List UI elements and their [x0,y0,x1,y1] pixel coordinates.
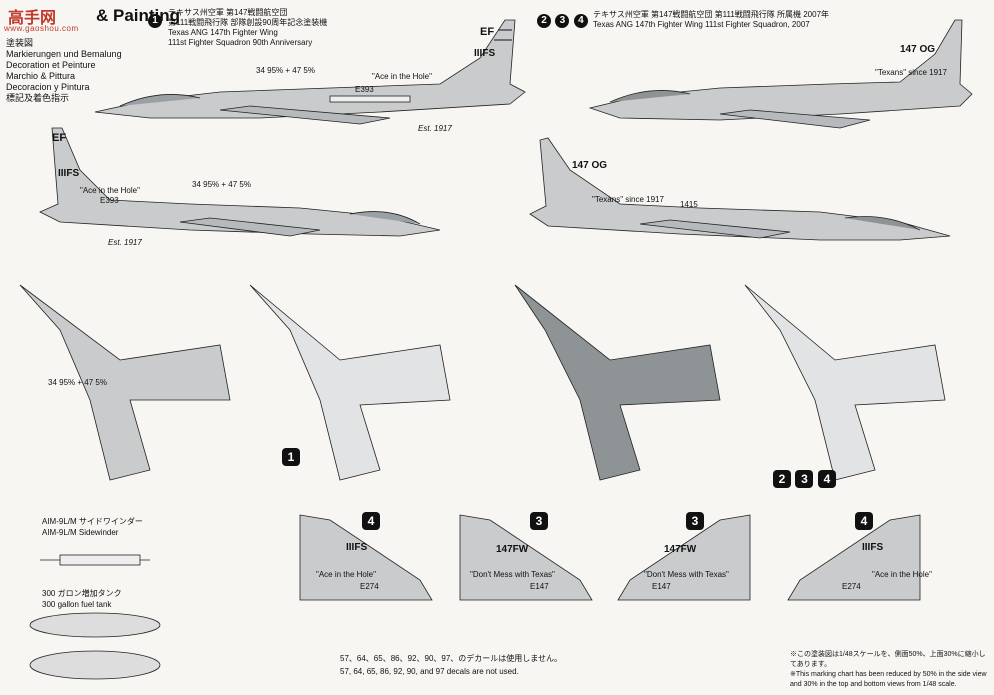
aircraft-bottom-view [744,284,946,481]
tail-variant-badge: 3 [530,512,548,530]
tail-squadron: IIIFS [862,542,884,553]
scheme1-header: 1 [148,10,162,28]
aim9-label-ja: AIM-9L/M サイドワインダー [42,517,143,526]
note-en: 57, 64, 65, 86, 92, 90, and 97 decals ar… [340,667,519,676]
aircraft-bottom-view [249,284,451,481]
tank-label-ja: 300 ガロン増加タンク [42,589,122,598]
tail-code: EF [480,26,495,38]
legend-line: 塗装図 [6,38,34,48]
caption-en: Texas ANG 147th Fighter Wing 111st Fight… [593,20,810,29]
scheme-badge: 4 [573,14,588,28]
scheme-badge: 3 [686,512,704,530]
scheme-badge: 3 [555,14,570,28]
caption-en: 111st Fighter Squadron 90th Anniversary [168,38,313,47]
serial-label: E274 [842,582,861,591]
brand-url: www.gaoshou.com [4,24,79,33]
aircraft-side-view [588,19,973,129]
legend-line: Decoration et Peinture [6,60,96,70]
color-mix: 34 95% + 47 5% [192,180,251,189]
scheme-badge: 2 [773,470,791,488]
scheme-badge: 4 [817,470,836,488]
brand-logo: 高手网 [8,10,57,27]
tail-squadron: IIIFS [346,542,368,553]
tail-variant-badge: 3 [686,512,704,530]
tail-variant-badge: 4 [855,512,873,530]
scale-note-en: ※This marking chart has been reduced by … [790,671,987,688]
caption-ja: テキサス州空軍 第147戦闘航空団 第111戦闘飛行隊 所属機 2007年 [593,10,830,19]
ace-label: "Ace in the Hole" [872,570,932,579]
est-label: Est. 1917 [418,124,452,133]
fuel-tank [29,612,161,680]
legend-line: Markierungen und Bemalung [6,49,122,59]
scheme-badge: 4 [362,512,380,530]
tail-code: 147FW [664,544,697,555]
scheme-badge: 3 [530,512,548,530]
tail-code: 147 OG [572,160,608,171]
est-label: Est. 1917 [108,238,142,247]
aim9-label-en: AIM-9L/M Sidewinder [42,528,119,537]
scheme-badge: 3 [795,470,814,488]
legend-line: 標記及着色指示 [6,93,70,103]
aircraft-side-view [94,19,526,125]
tail-squadron: IIIFS [58,168,80,179]
aircraft-top-view [19,284,231,481]
tail-view [299,514,921,601]
ace-label: "Ace in the Hole" [316,570,376,579]
scheme1-caption: テキサス州空軍 第147戦闘航空団 第111戦闘飛行隊 部隊創設90周年記念塗装… [168,8,327,48]
scheme234-caption: テキサス州空軍 第147戦闘航空団 第111戦闘飛行隊 所属機 2007年 Te… [593,10,829,30]
tail-code: 147FW [496,544,529,555]
tail-code: EF [52,132,67,144]
caption-ja: テキサス州空軍 第147戦闘航空団 [168,8,288,17]
scheme-badge-box: 1 [282,448,300,466]
caption-ja: 第111戦闘飛行隊 部隊創設90周年記念塗装機 [168,18,328,27]
scheme-badge: 2 [537,14,551,28]
legend-line: Marchio & Pittura [6,71,76,81]
serial-label: E147 [652,582,671,591]
ace-label: "Ace in the Hole" [80,186,140,195]
scale-note: ※この塗装図は1/48スケールを、側面50%、上面30%に縮小してあります。 ※… [790,650,990,690]
scheme-badge: 1 [282,448,300,466]
aircraft-top-view [514,284,721,481]
legend-lines: 塗装図 Markierungen und Bemalung Decoration… [6,38,122,104]
tank-label-en: 300 gallon fuel tank [42,600,112,609]
tail-code: 147 OG [900,44,936,55]
serial-label: E147 [530,582,549,591]
aircraft-side-view [39,127,441,237]
aircraft-side-view [529,137,951,241]
serial-label: E393 [100,196,119,205]
color-mix: 34 95% + 47 5% [256,66,315,75]
dont-mess-label: "Don't Mess with Texas" [644,570,729,579]
ace-label: "Ace in the Hole" [372,72,432,81]
serial-label: 1415 [680,200,698,209]
tail-marking [494,29,512,41]
tail-variant-badge: 4 [362,512,380,530]
scheme-badge-box: 2 3 4 [773,470,836,488]
color-mix: 34 95% + 47 5% [48,378,107,387]
scheme234-header: 2 3 4 [537,10,588,28]
decal-note: 57、64、65、86、92、90、97、のデカールは使用しません。 57, 6… [340,652,562,678]
texans-label: "Texans" since 1917 [592,195,664,204]
caption-en: Texas ANG 147th Fighter Wing [168,28,278,37]
scale-note-ja: ※この塗装図は1/48スケールを、側面50%、上面30%に縮小してあります。 [790,651,986,668]
serial-label: E274 [360,582,379,591]
texans-label: "Texans" since 1917 [875,68,947,77]
tail-squadron: IIIFS [474,48,496,59]
note-ja: 57、64、65、86、92、90、97、のデカールは使用しません。 [340,654,563,663]
scheme-badge: 4 [855,512,873,530]
serial-label: E393 [355,85,374,94]
scheme-badge: 1 [148,14,162,28]
aim9-missile [40,554,150,566]
legend-line: Decoracion y Pintura [6,82,90,92]
dont-mess-label: "Don't Mess with Texas" [470,570,555,579]
